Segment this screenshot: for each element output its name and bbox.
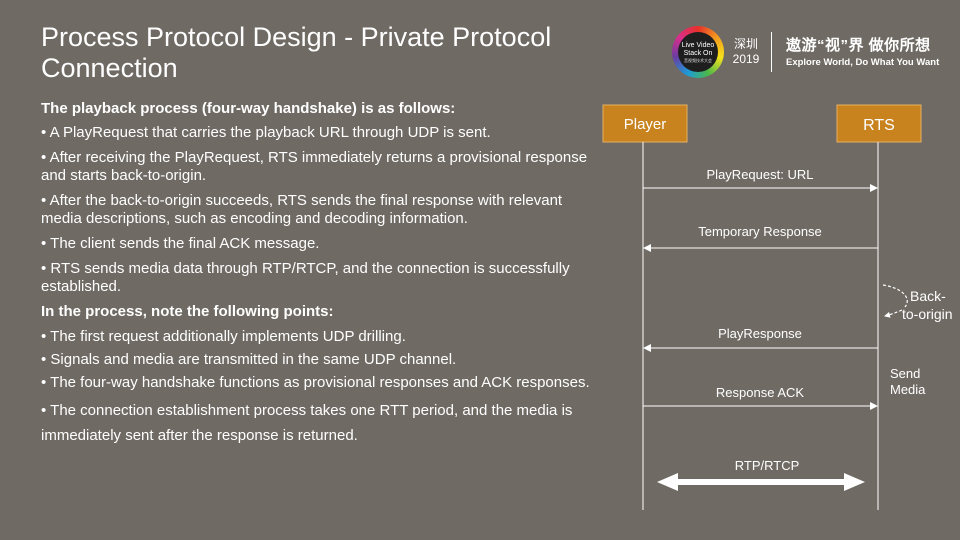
event-info: 深圳 2019 — [731, 37, 761, 67]
process-step: After receiving the PlayRequest, RTS imm… — [41, 149, 596, 185]
back-to-origin-return — [884, 309, 903, 318]
logo-text-small: 音视频技术大会 — [684, 57, 712, 63]
process-step: The client sends the final ACK message. — [41, 235, 596, 253]
process-note: Signals and media are transmitted in the… — [41, 351, 596, 369]
back-to-origin-label: Back- — [910, 288, 946, 304]
process-step: RTS sends media data through RTP/RTCP, a… — [41, 260, 596, 296]
participant-player-label: Player — [624, 116, 667, 133]
sequence-diagram: Player RTS PlayRequest: URL Temporary Re… — [602, 104, 953, 510]
slogan-en: Explore World, Do What You Want — [786, 57, 940, 68]
logo-text-line2: Stack On — [683, 49, 713, 57]
participant-rts-label: RTS — [863, 117, 895, 134]
back-to-origin-loop — [882, 284, 908, 308]
logo-text-line1: Live Video — [681, 41, 715, 49]
event-logo: Live Video Stack On 音视频技术大会 — [672, 26, 724, 78]
event-year: 2019 — [732, 52, 760, 66]
process-note: The connection establishment process tak… — [41, 398, 596, 448]
notes-heading: In the process, note the following point… — [41, 303, 334, 320]
process-step: A PlayRequest that carries the playback … — [41, 124, 596, 142]
process-steps: A PlayRequest that carries the playback … — [41, 124, 596, 296]
slide-title: Process Protocol Design - Private Protoc… — [41, 22, 552, 83]
slogan: 遨游“视”界 做你所想 Explore World, Do What You W… — [786, 37, 939, 69]
process-step: After the back-to-origin succeeds, RTS s… — [41, 192, 596, 228]
slide-content: The playback process (four-way handshake… — [41, 100, 596, 451]
send-media-label: Media — [890, 382, 926, 397]
process-notes: The first request additionally implement… — [41, 328, 596, 448]
message-label: Response ACK — [716, 385, 804, 400]
back-to-origin-label: to-origin — [902, 306, 953, 322]
message-label: Temporary Response — [698, 224, 822, 239]
slogan-cn: 遨游“视”界 做你所想 — [786, 37, 931, 54]
send-media-label: Send — [890, 366, 920, 381]
message-label: RTP/RTCP — [735, 458, 800, 473]
process-note: The four-way handshake functions as prov… — [41, 370, 596, 395]
bidirectional-arrow — [657, 473, 865, 491]
message-label: PlayResponse — [718, 326, 802, 341]
header-divider — [771, 32, 772, 72]
process-note: The first request additionally implement… — [41, 328, 596, 346]
message-label: PlayRequest: URL — [707, 167, 814, 182]
participant-box-player — [602, 104, 688, 143]
process-heading: The playback process (four-way handshake… — [41, 100, 456, 117]
participant-box-rts — [836, 104, 922, 143]
event-city: 深圳 — [733, 37, 758, 51]
